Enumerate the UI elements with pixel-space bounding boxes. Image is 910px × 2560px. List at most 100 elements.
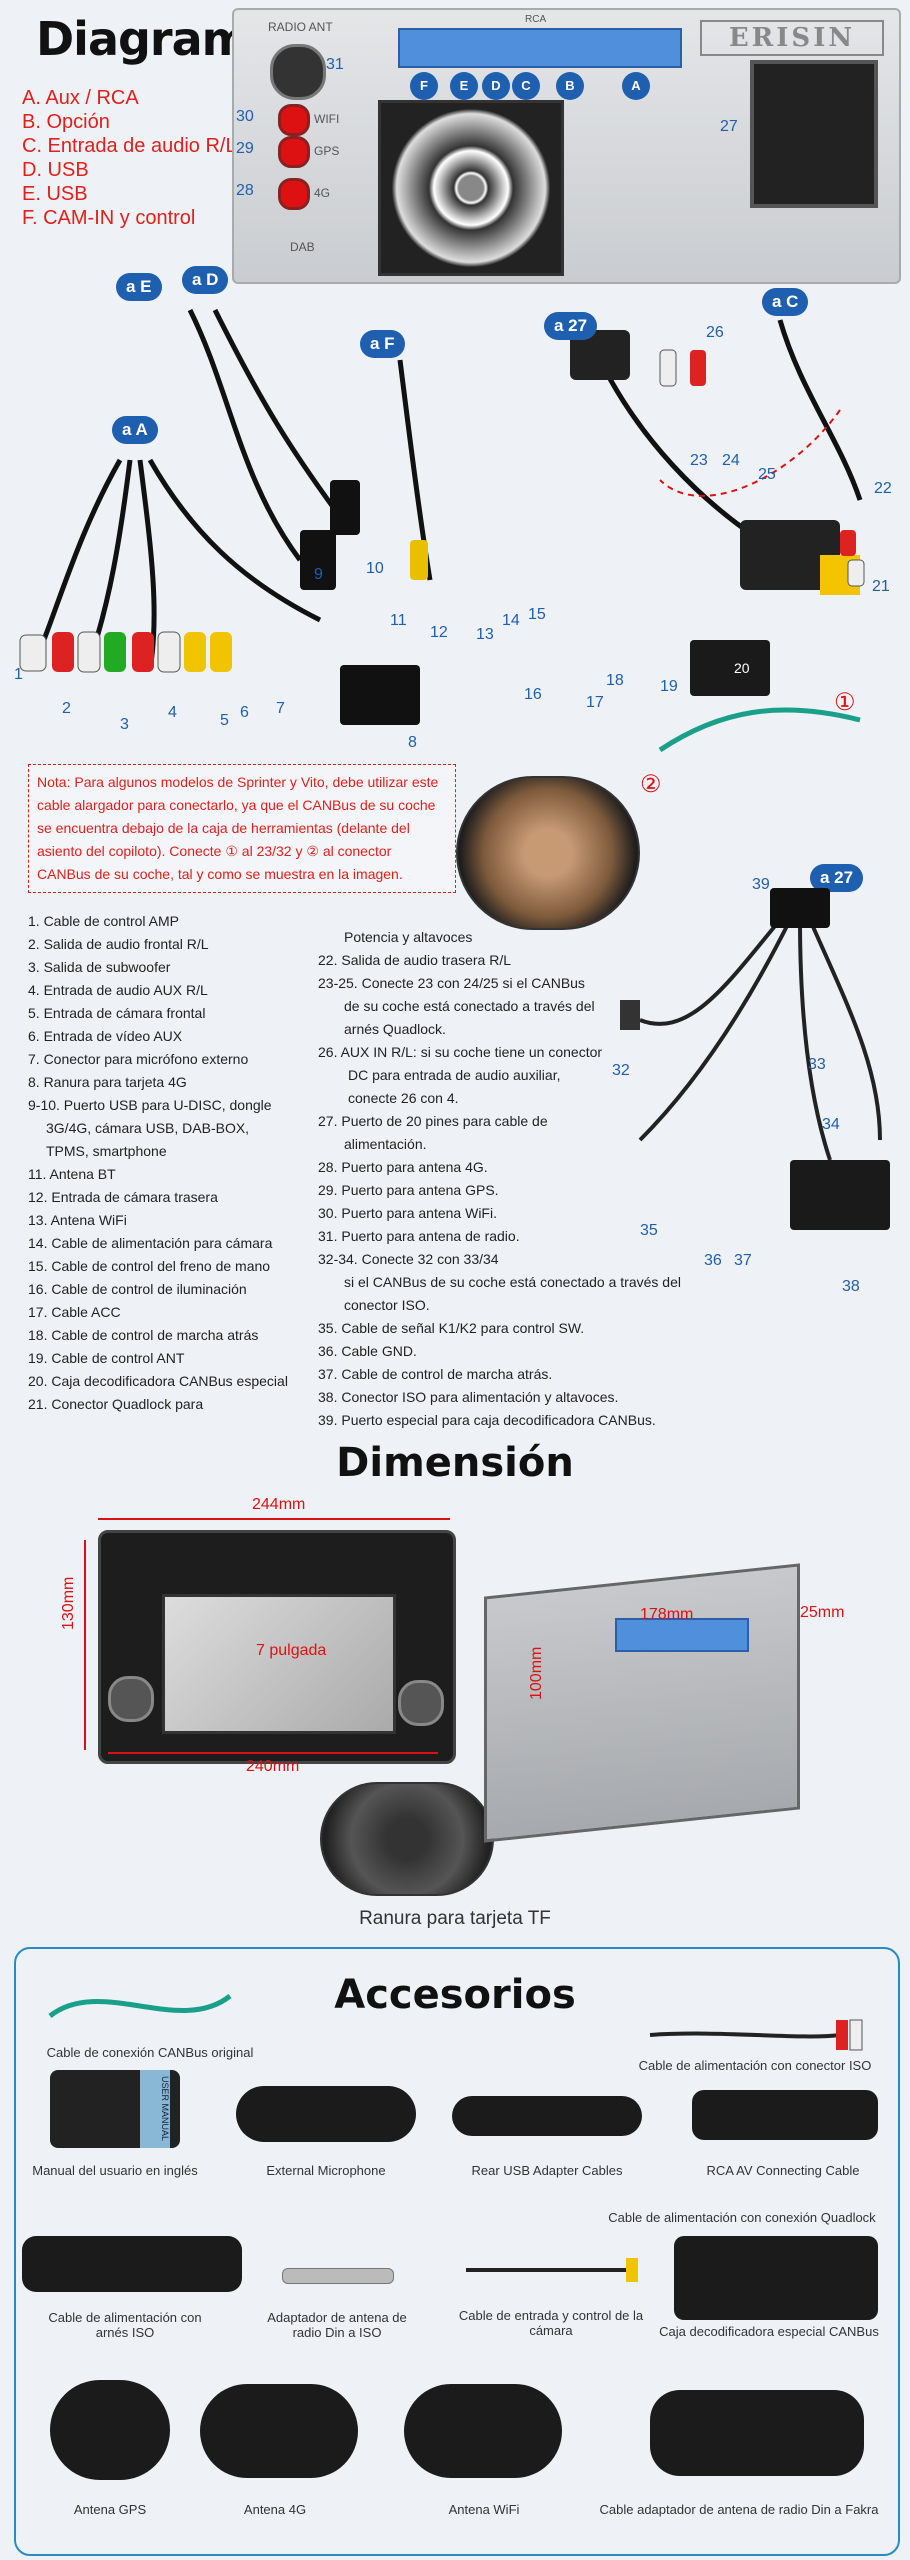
list-item: 27. Puerto de 20 pines para cable de [318, 1113, 548, 1129]
cable-number: 14 [502, 612, 520, 629]
list-item: 19. Cable de control ANT [28, 1350, 185, 1366]
cable-number: 38 [842, 1278, 860, 1295]
marker-1: ① [834, 689, 856, 716]
list-item: 36. Cable GND. [318, 1343, 417, 1359]
list-item: 26. AUX IN R/L: si su coche tiene un con… [318, 1044, 603, 1060]
legend-item: D. USB [22, 159, 89, 181]
list-item: 8. Ranura para tarjeta 4G [28, 1074, 187, 1090]
list-item: 14. Cable de alimentación para cámara [28, 1235, 273, 1251]
rca-connector-block [398, 28, 682, 68]
group-badge-27: a 27 [544, 312, 598, 340]
cable-number: 17 [586, 694, 604, 711]
tune-knob [398, 1680, 444, 1726]
cable-number: 4 [168, 704, 177, 721]
legend-item: B. Opción [22, 111, 110, 133]
list-item: 5. Entrada de cámara frontal [28, 1005, 206, 1021]
cable-number: 34 [822, 1116, 840, 1133]
legend-item: C. Entrada de audio R/L [22, 135, 237, 157]
cable-number: 18 [606, 672, 624, 689]
list-item: TPMS, smartphone [46, 1143, 167, 1159]
list-item: 21. Conector Quadlock para [28, 1396, 204, 1412]
height-label: 130mm [60, 1576, 77, 1630]
cable-number: 39 [752, 876, 770, 893]
list-item: 4. Entrada de audio AUX R/L [28, 982, 208, 998]
accessory-label: Antena WiFi [448, 2502, 520, 2517]
legend-item: E. USB [22, 183, 88, 205]
list-item: 23-25. Conecte 23 con 24/25 si el CANBus [318, 975, 585, 991]
back-rca-block [615, 1618, 749, 1652]
dimension-title: Dimensión [336, 1440, 574, 1486]
list-item: 32-34. Conecte 32 con 33/34 [318, 1251, 499, 1267]
cable-number: 13 [476, 626, 494, 643]
cable-number: 25 [758, 466, 776, 483]
canbus-cable-thumb [48, 1994, 232, 2018]
list-item: conecte 26 con 4. [348, 1090, 459, 1106]
cable-number: 11 [390, 612, 407, 629]
list-item: 17. Cable ACC [28, 1304, 121, 1320]
touchscreen [162, 1594, 396, 1734]
canbus-connector-closeup [456, 776, 640, 930]
manual-cover: USER MANUAL [140, 2070, 170, 2148]
cable-number: 5 [220, 712, 229, 729]
4g-port-label: 4G [314, 186, 331, 200]
list-item: 28. Puerto para antena 4G. [318, 1159, 488, 1175]
accessory-label: Antena GPS [73, 2502, 147, 2517]
port-number-31: 31 [326, 56, 344, 73]
accessory-label: Adaptador de antena de radio Din a ISO [267, 2310, 407, 2340]
group-badge-27-iso: a 27 [810, 864, 864, 892]
iso-power-cable-thumb [649, 2019, 863, 2051]
cable-list-left: 1. Cable de control AMP 2. Salida de aud… [28, 910, 348, 1416]
back-height-label: 100mm [528, 1646, 545, 1700]
cable-number: 35 [640, 1222, 658, 1239]
cable-number: 36 [704, 1252, 722, 1269]
installation-note: Nota: Para algunos modelos de Sprinter y… [28, 764, 456, 893]
cable-number: 16 [524, 686, 542, 703]
gps-port-label: GPS [314, 144, 340, 158]
4g-port [278, 178, 310, 210]
group-badge-c: a C [762, 288, 809, 316]
list-item: Potencia y altavoces [344, 929, 473, 945]
list-item: 1. Cable de control AMP [28, 913, 179, 929]
dab-label: DAB [290, 240, 315, 254]
list-item: 30. Puerto para antena WiFi. [318, 1205, 497, 1221]
accessory-label: Rear USB Adapter Cables [471, 2163, 623, 2178]
accessory-label: Cable de conexión CANBus original [46, 2045, 254, 2060]
brand-logo: ERISIN [700, 20, 884, 56]
list-item: de su coche está conectado a través del [344, 998, 595, 1014]
wifi-antenna-thumb [404, 2384, 562, 2478]
canbus-box-thumb [674, 2236, 878, 2320]
list-item: 13. Antena WiFi [28, 1212, 127, 1228]
legend-item: A. Aux / RCA [22, 87, 139, 109]
list-item: 22. Salida de audio trasera R/L [318, 952, 512, 968]
cable-number: 24 [722, 452, 740, 469]
cable-number: 20 [734, 660, 750, 676]
width-bottom-label: 240mm [246, 1758, 300, 1775]
list-item: 3G/4G, cámara USB, DAB-BOX, [46, 1120, 250, 1136]
list-item: 15. Cable de control del freno de mano [28, 1258, 271, 1274]
wiring-harness-illustration [19, 308, 865, 753]
cable-number: 32 [612, 1062, 630, 1079]
cable-number: 19 [660, 678, 678, 695]
cable-number: 6 [240, 704, 249, 721]
list-item: 2. Salida de audio frontal R/L [28, 936, 209, 952]
microphone-thumb [236, 2086, 416, 2142]
list-item: 9-10. Puerto USB para U-DISC, dongle [28, 1097, 272, 1113]
fakra-adapter-thumb [650, 2390, 864, 2476]
connector-badge-a: A [622, 72, 650, 100]
port-number-29: 29 [236, 140, 254, 157]
gps-port [278, 136, 310, 168]
accessory-label: Caja decodificadora especial CANBus [659, 2324, 879, 2339]
tf-slot-closeup [320, 1782, 494, 1896]
width-bottom-line [108, 1752, 438, 1754]
accessory-label: Cable de alimentación con conexión Quadl… [608, 2210, 876, 2225]
list-item: 11. Antena BT [28, 1166, 116, 1182]
cable-number: 9 [314, 566, 323, 583]
list-item: 12. Entrada de cámara trasera [28, 1189, 218, 1205]
accessories-panel [14, 1947, 900, 2556]
cooling-fan [378, 100, 564, 276]
group-badge-f: a F [360, 330, 405, 358]
accessory-label: Cable de entrada y control de la cámara [458, 2308, 644, 2338]
antenna-adapter-thumb [282, 2268, 394, 2284]
list-item: 3. Salida de subwoofer [28, 959, 171, 975]
cable-number: 10 [366, 560, 384, 577]
